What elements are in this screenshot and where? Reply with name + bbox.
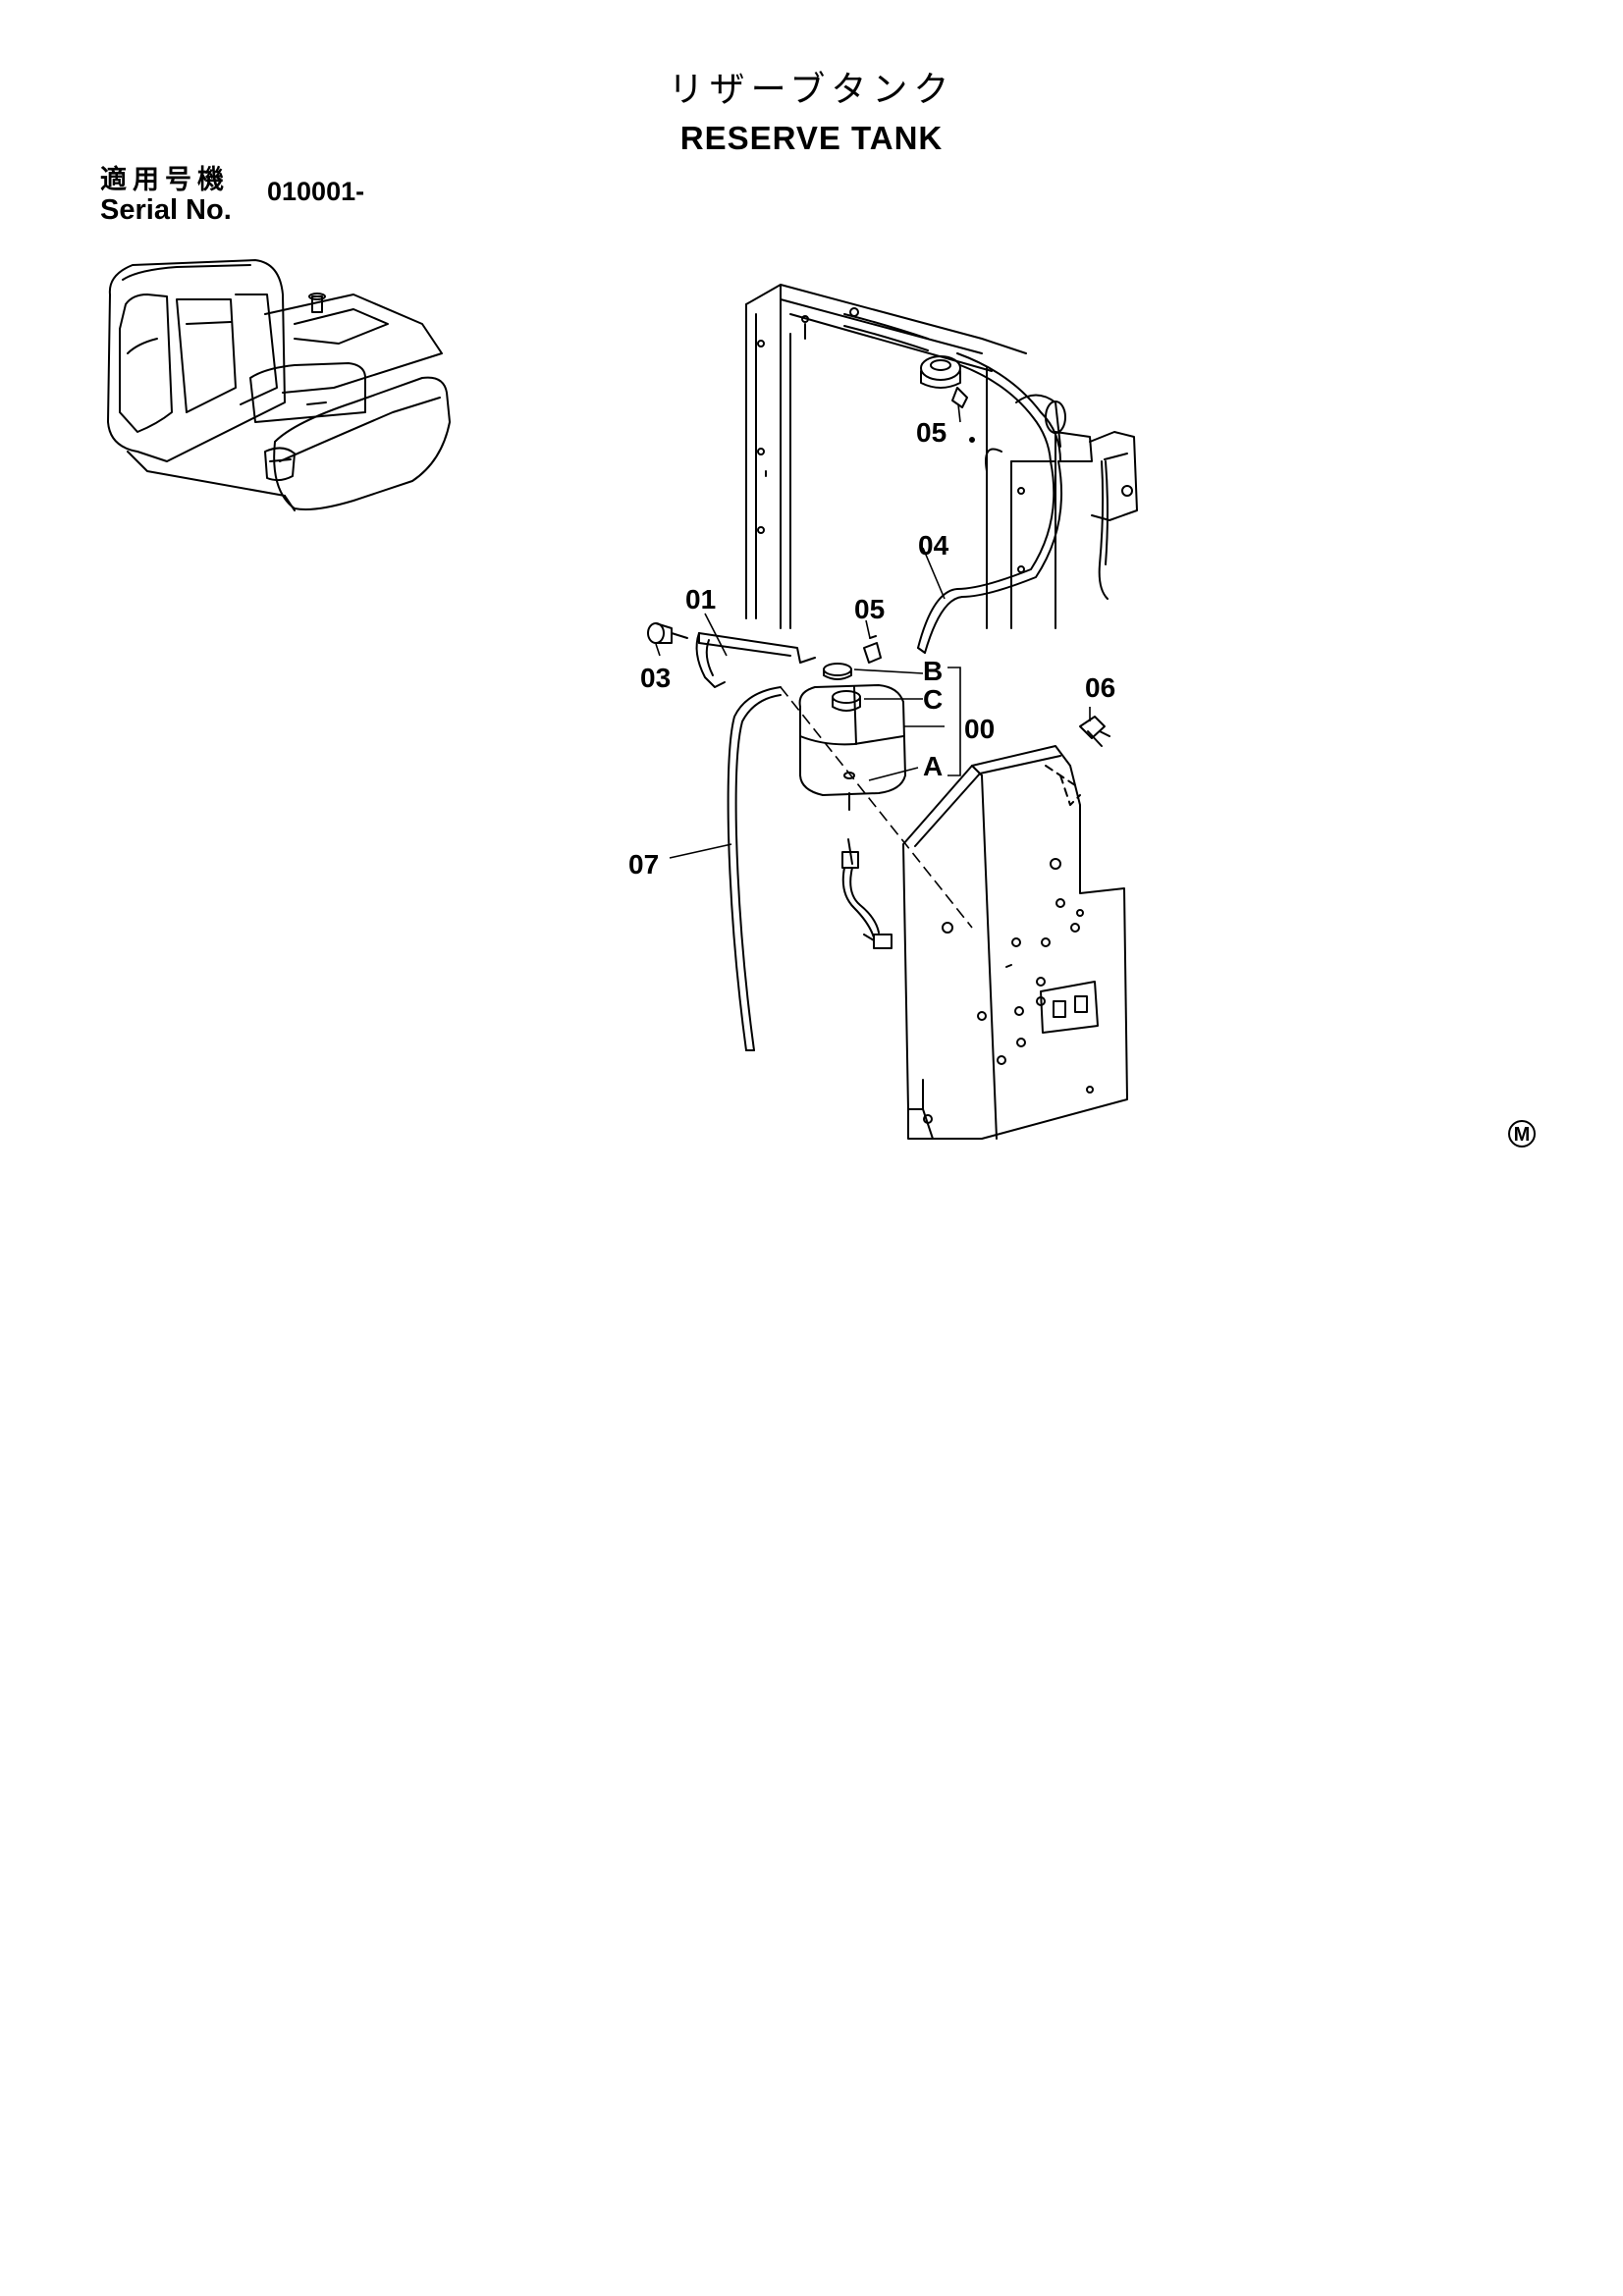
callout-labels: 01 03 04 05 05 B C 00 A 06 07 bbox=[628, 417, 1115, 880]
hose-clamp bbox=[863, 635, 882, 664]
page-title: RESERVE TANK bbox=[679, 120, 944, 156]
radiator-assembly bbox=[745, 284, 1138, 654]
m-mark: M bbox=[1508, 1120, 1536, 1148]
callout-A: A bbox=[923, 751, 943, 781]
callout-05-top: 05 bbox=[916, 417, 947, 448]
tank-band bbox=[695, 632, 816, 688]
callout-01: 01 bbox=[685, 584, 716, 614]
serial-number: 010001- bbox=[267, 177, 365, 206]
callout-03: 03 bbox=[640, 663, 671, 693]
reserve-tank bbox=[798, 663, 906, 811]
m-mark-letter: M bbox=[1514, 1124, 1531, 1146]
page-title-japanese: リザーブタンク bbox=[668, 70, 955, 110]
cable-clip bbox=[1079, 716, 1110, 747]
callout-07: 07 bbox=[628, 849, 659, 880]
serial-label-japanese: 適用号機 bbox=[100, 165, 230, 195]
bolt bbox=[647, 622, 688, 644]
overflow-hose bbox=[727, 686, 782, 1051]
serial-label: Serial No. bbox=[100, 194, 232, 226]
callout-B: B bbox=[923, 656, 943, 686]
callout-C: C bbox=[923, 684, 943, 715]
excavator-location-thumbnail bbox=[107, 259, 451, 511]
mounting-panel bbox=[902, 745, 1128, 1140]
callout-06: 06 bbox=[1085, 672, 1115, 703]
level-switch-harness bbox=[841, 838, 893, 949]
leader-lines bbox=[655, 403, 1091, 929]
callout-00: 00 bbox=[964, 714, 995, 744]
callout-05-mid: 05 bbox=[854, 594, 885, 624]
callout-04: 04 bbox=[918, 530, 949, 561]
